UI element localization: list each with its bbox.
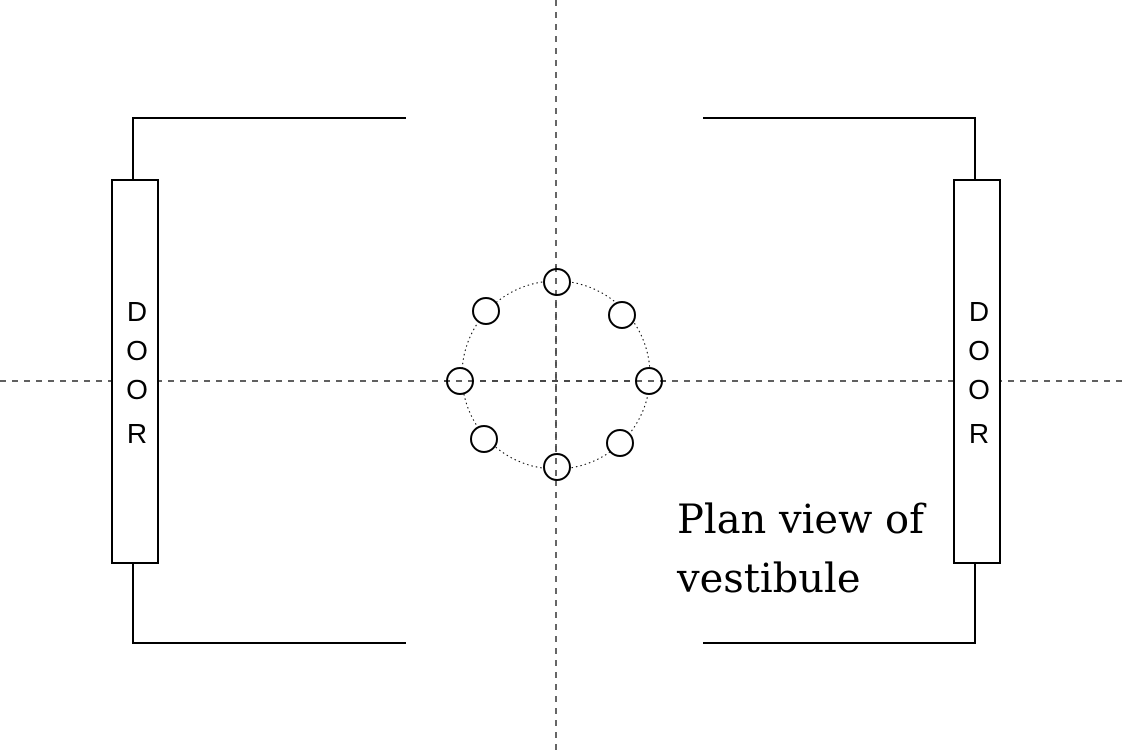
door-letter: D (127, 296, 147, 327)
post-circle (543, 268, 571, 296)
left-door (111, 179, 159, 564)
door-letter: O (126, 374, 148, 405)
left-wall-top (132, 117, 406, 180)
caption: Plan view of vestibule (676, 497, 927, 602)
door-letter: D (969, 296, 989, 327)
door-letter: O (968, 374, 990, 405)
left-wall-bottom (132, 563, 406, 644)
right-wall-top (703, 117, 976, 180)
door-letter: O (126, 335, 148, 366)
post-circle (606, 429, 634, 457)
post-circle (472, 297, 500, 325)
right-door (953, 179, 1001, 564)
right-wall-bottom (703, 563, 976, 644)
post-circle (543, 453, 571, 481)
right-door-label: D O O R (968, 296, 990, 449)
post-circle (608, 301, 636, 329)
caption-line: vestibule (676, 556, 861, 602)
post-circle (470, 425, 498, 453)
left-door-label: D O O R (126, 296, 148, 449)
caption-line: Plan view of (677, 497, 927, 543)
door-letter: R (969, 418, 989, 449)
door-letter: O (968, 335, 990, 366)
ring-posts (446, 268, 663, 481)
door-letter: R (127, 418, 147, 449)
